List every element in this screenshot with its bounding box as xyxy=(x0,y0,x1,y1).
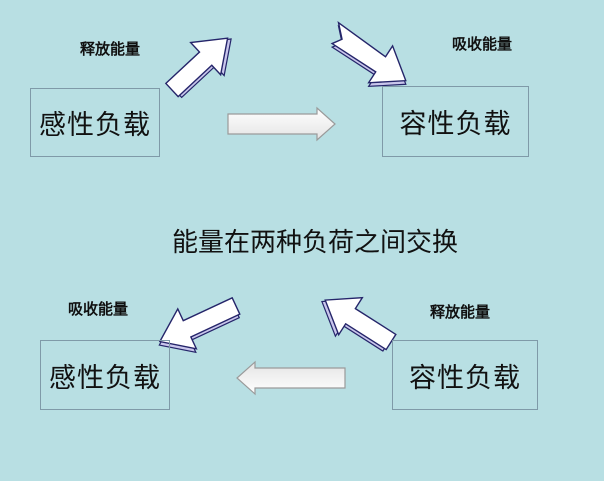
bottom-absorb-label: 吸收能量 xyxy=(68,300,129,318)
top-release-arrow xyxy=(164,37,232,99)
bottom-inductive-load-box: 感性负载 xyxy=(40,340,170,410)
top-capacitive-load-box: 容性负载 xyxy=(382,86,529,157)
top-right-flow-arrow xyxy=(227,106,336,142)
bottom-absorb-arrow xyxy=(158,296,241,354)
bottom-release-label: 释放能量 xyxy=(430,303,491,321)
top-absorb-label: 吸收能量 xyxy=(452,35,513,53)
top-inductive-load-box: 感性负载 xyxy=(30,88,160,157)
bottom-left-flow-arrow xyxy=(236,360,346,396)
bottom-release-arrow xyxy=(321,296,397,352)
diagram-caption: 能量在两种负荷之间交换 xyxy=(171,228,458,258)
top-absorb-arrow xyxy=(330,21,407,88)
top-release-label: 释放能量 xyxy=(80,40,141,58)
bottom-capacitive-load-box: 容性负载 xyxy=(392,340,538,410)
